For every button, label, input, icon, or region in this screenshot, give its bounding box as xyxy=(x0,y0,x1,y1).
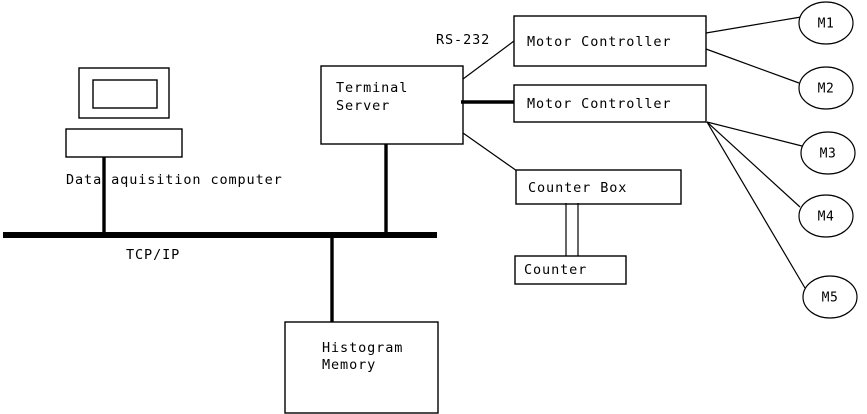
motor-2-label: M2 xyxy=(818,82,835,97)
motor-5-node xyxy=(802,275,858,319)
mc2-to-motor-4-link xyxy=(706,121,801,208)
ts-to-motor-controller-1-link xyxy=(462,40,515,80)
counter-label: Counter xyxy=(524,262,587,278)
motor-1-node xyxy=(798,1,854,45)
monitor-screen xyxy=(92,79,158,109)
motor-controller-2-box xyxy=(513,84,707,123)
ts-to-counter-box-link xyxy=(462,132,518,172)
mc1-to-motor-1-link xyxy=(705,16,802,34)
computer-caption: Data aquisition computer xyxy=(66,172,283,188)
motor-1-label: M1 xyxy=(818,17,835,32)
mc2-to-motor-3-link xyxy=(706,121,803,147)
counter-box-label: Counter Box xyxy=(528,180,627,196)
mc1-to-motor-2-link xyxy=(705,48,800,84)
motor-4-node xyxy=(798,194,854,238)
motor-2-node xyxy=(798,66,854,110)
histogram-memory-box xyxy=(284,321,439,414)
motor-3-label: M3 xyxy=(820,147,837,162)
mc2-to-motor-5-link xyxy=(706,121,806,289)
motor-3-node xyxy=(800,131,856,175)
terminal-server-label-line2: Server xyxy=(336,98,390,114)
motor-5-label: M5 xyxy=(822,291,839,306)
motor-controller-1-box xyxy=(513,15,707,67)
terminal-server-label-line1: Terminal xyxy=(336,80,408,96)
motor-controller-1-label: Motor Controller xyxy=(527,34,671,50)
computer-base xyxy=(65,128,183,158)
tcpip-label: TCP/IP xyxy=(126,247,180,263)
counter-node-box xyxy=(514,255,627,285)
counter-box xyxy=(515,169,682,205)
histogram-memory-label-line1: Histogram xyxy=(322,340,403,356)
rs232-label: RS-232 xyxy=(436,32,490,48)
motor-controller-2-label: Motor Controller xyxy=(527,96,671,112)
terminal-server-box xyxy=(320,65,464,145)
motor-4-label: M4 xyxy=(818,210,835,225)
histogram-memory-label-line2: Memory xyxy=(322,357,376,373)
